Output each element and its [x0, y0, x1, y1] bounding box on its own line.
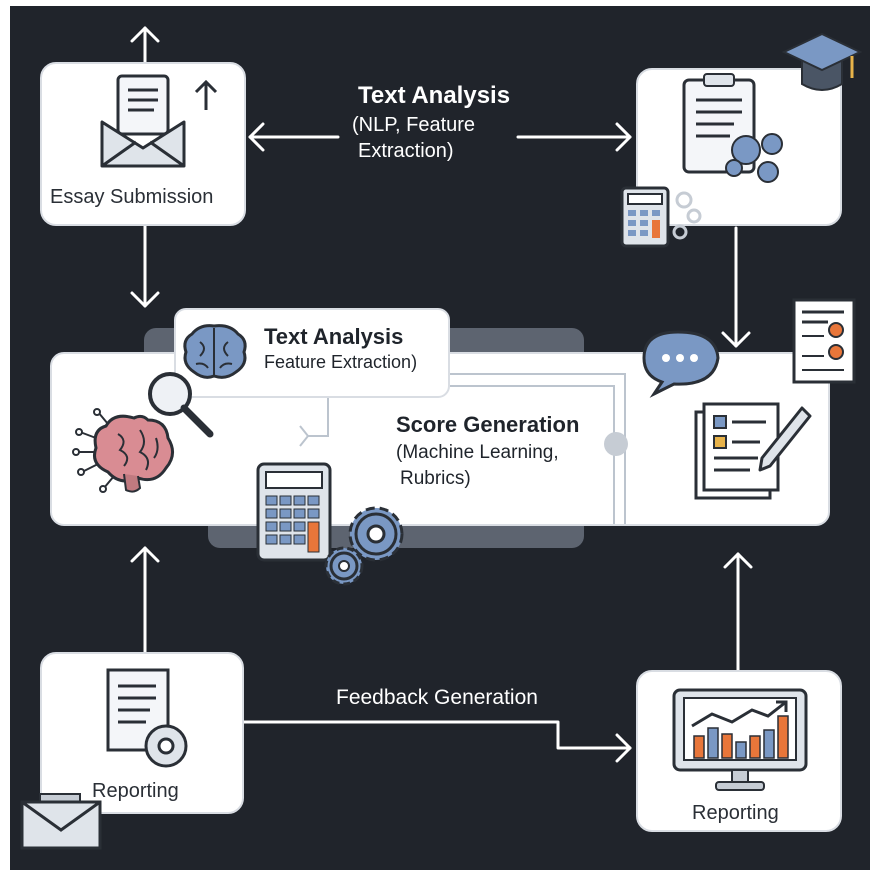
magnifier-icon	[148, 372, 214, 438]
circuit-brain-icon	[72, 408, 174, 493]
report-sheet-icon	[792, 298, 856, 384]
diagram-canvas: Text Analysis (NLP, Feature Extraction) …	[10, 6, 870, 870]
callout-title: Text Analysis	[264, 324, 404, 349]
callout-subtitle: Feature Extraction)	[264, 352, 418, 372]
document-disc-icon	[106, 668, 188, 768]
connector-arrows	[130, 26, 753, 763]
envelope-document-icon	[100, 74, 218, 168]
monitor-chart-icon	[672, 688, 808, 791]
gears-icon	[324, 506, 404, 586]
graduation-cap-icon	[781, 32, 863, 91]
reporting-right-label: Reporting	[692, 802, 779, 824]
top-label-title: Text Analysis	[358, 82, 511, 109]
brain-icon	[183, 324, 247, 379]
top-label-sub2: Extraction)	[358, 140, 454, 162]
top-label-sub1: (NLP, Feature	[352, 114, 476, 136]
feedback-generation-label: Feedback Generation	[336, 686, 538, 709]
score-generation-title: Score Generation	[396, 412, 580, 437]
score-generation-sub2: Rubrics)	[400, 468, 471, 489]
envelope-icon	[20, 793, 102, 850]
score-generation-sub1: (Machine Learning,	[396, 442, 559, 463]
calculator-gear-icon	[620, 186, 702, 248]
chat-bubble-icon	[642, 330, 720, 398]
reporting-left-label: Reporting	[92, 780, 179, 802]
center-inner-lines	[299, 373, 628, 524]
document-pencil-icon	[694, 402, 812, 500]
essay-submission-label: Essay Submission	[50, 186, 214, 208]
calculator-icon	[256, 462, 332, 562]
clipboard-network-icon	[682, 73, 783, 183]
